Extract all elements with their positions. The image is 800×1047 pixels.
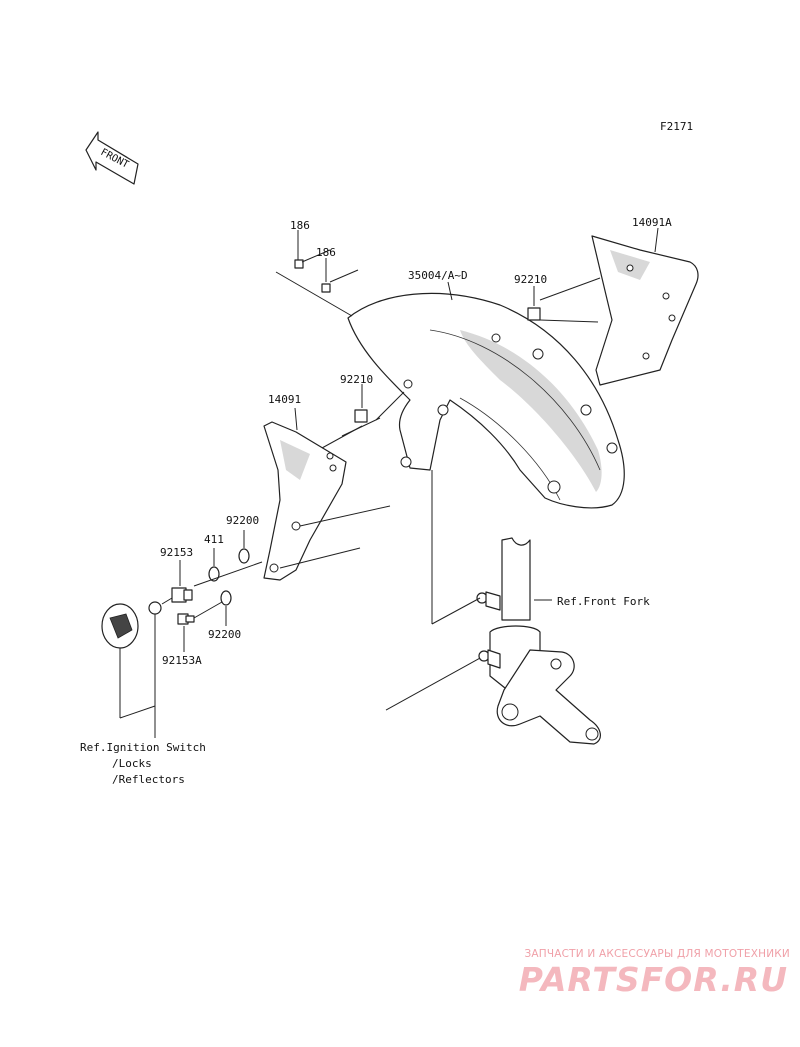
washer-92200-b <box>220 590 232 606</box>
label-92200-a: 92200 <box>226 514 259 527</box>
reflector-nut <box>148 601 162 615</box>
ref-front-fork: Ref.Front Fork <box>557 595 650 608</box>
ref-ignition-line1: Ref.Ignition Switch <box>80 741 206 754</box>
label-14091: 14091 <box>268 393 301 406</box>
label-186-b: 186 <box>316 246 336 259</box>
watermark-tagline: ЗАПЧАСТИ И АКСЕССУАРЫ ДЛЯ МОТОТЕХНИКИ <box>524 948 790 960</box>
label-92200-b: 92200 <box>208 628 241 641</box>
screw-186-a <box>294 259 304 269</box>
nut-92210-b <box>354 409 368 423</box>
figure-code: F2171 <box>660 120 693 133</box>
watermark-logo: PARTSFOR.RU <box>518 960 788 999</box>
nut-92210-a <box>527 307 541 321</box>
label-186-a: 186 <box>290 219 310 232</box>
label-92153A: 92153A <box>162 654 202 667</box>
front-arrow-icon: FRONT <box>85 131 139 185</box>
label-411: 411 <box>204 533 224 546</box>
label-35004: 35004/A~D <box>408 269 468 282</box>
bolt-92153 <box>171 587 193 603</box>
cover-14091 <box>263 421 347 581</box>
front-fender <box>347 292 625 509</box>
screw-186-b <box>321 283 331 293</box>
label-92153: 92153 <box>160 546 193 559</box>
front-fork <box>476 537 601 745</box>
bolt-92153A <box>177 613 195 625</box>
washer-411 <box>208 566 220 582</box>
reflector-unit <box>101 603 139 649</box>
ref-ignition-line3: /Reflectors <box>112 773 185 786</box>
label-92210-a: 92210 <box>514 273 547 286</box>
cover-14091A <box>591 235 699 386</box>
label-92210-b: 92210 <box>340 373 373 386</box>
ref-ignition-line2: /Locks <box>112 757 152 770</box>
label-14091A: 14091A <box>632 216 672 229</box>
washer-92200-a <box>238 548 250 564</box>
